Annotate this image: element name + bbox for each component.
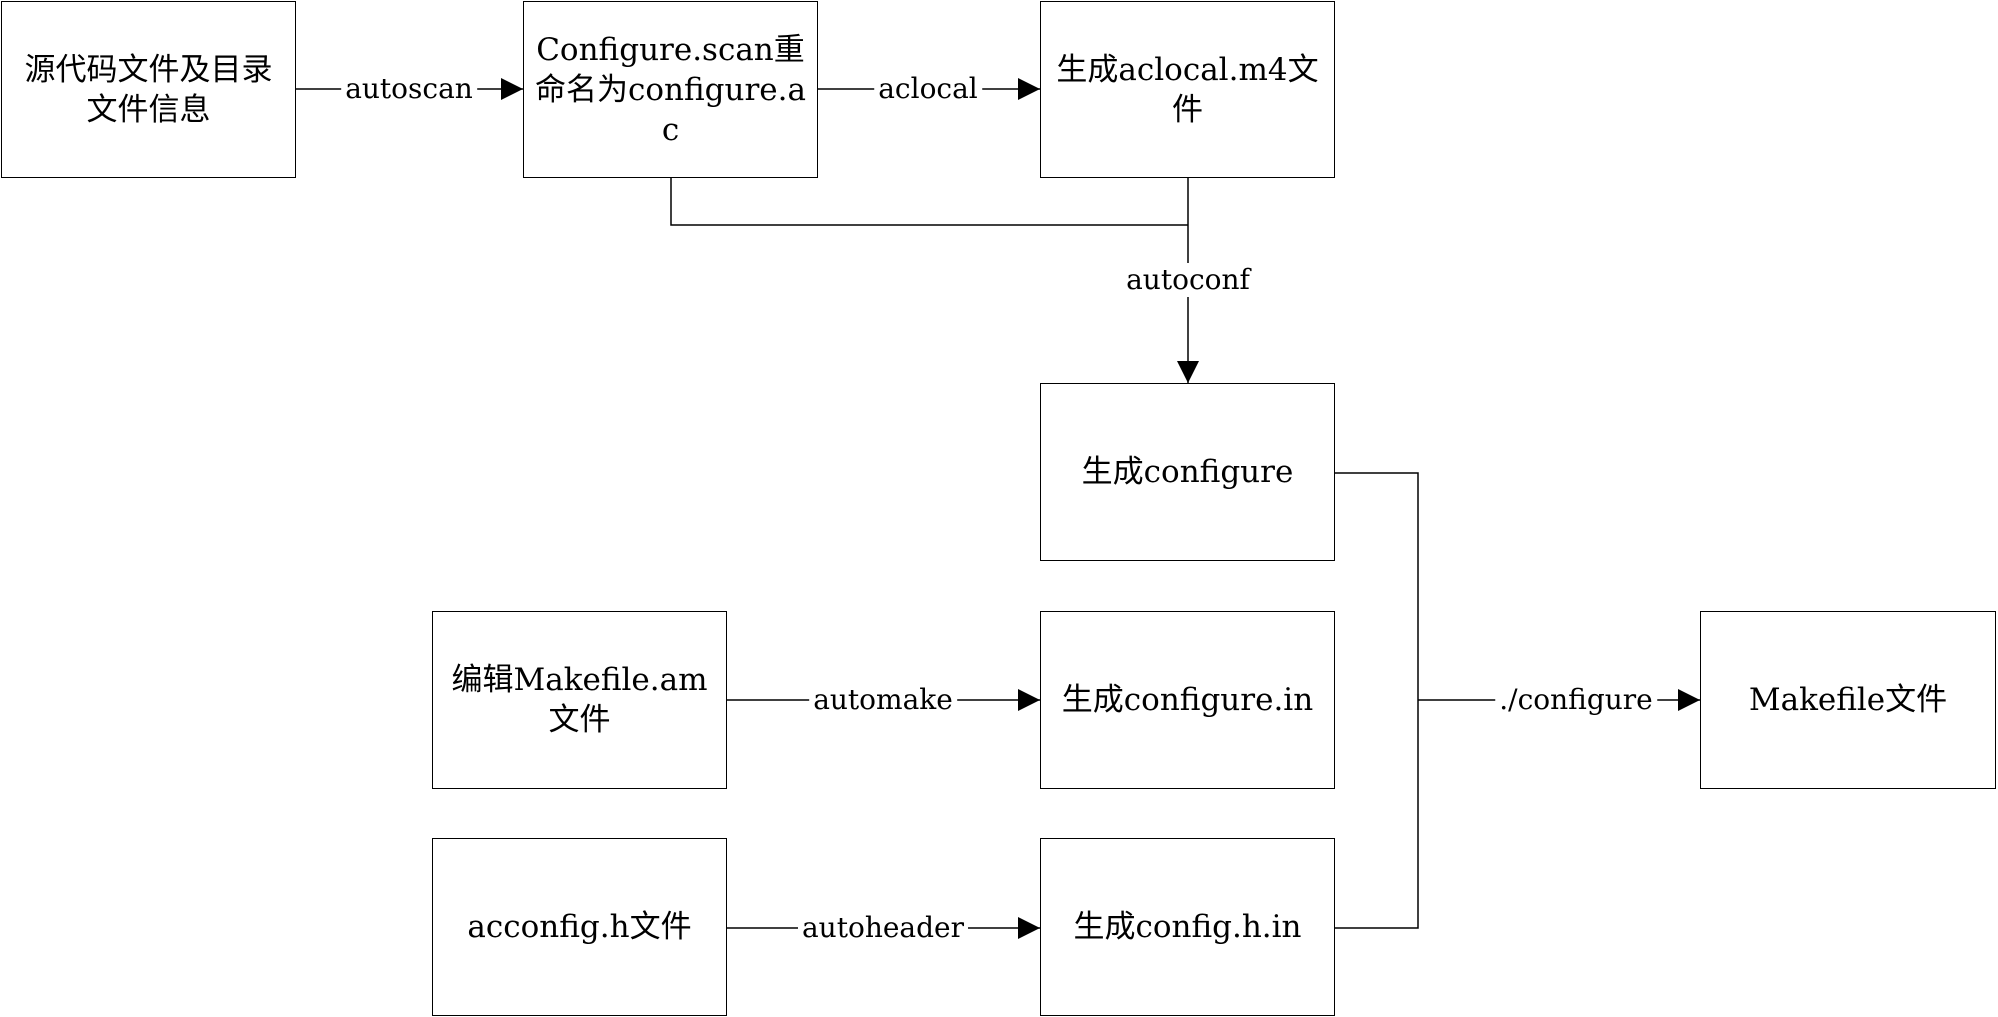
label-automake: automake [809, 683, 957, 717]
node-acconfig-h: acconfig.h文件 [432, 838, 727, 1016]
node-config-h-in-label: 生成config.h.in [1073, 909, 1302, 945]
node-makefile: Makefile文件 [1700, 611, 1996, 789]
node-configure-in: 生成configure.in [1040, 611, 1335, 789]
node-config-h-in: 生成config.h.in [1040, 838, 1335, 1016]
node-source-files-label: 源代码文件及目录文件信息 [24, 51, 273, 128]
node-configure: 生成configure [1040, 383, 1335, 561]
node-aclocal-m4: 生成aclocal.m4文件 [1040, 1, 1335, 178]
node-makefile-am: 编辑Makefile.am文件 [432, 611, 727, 789]
node-rename-configure-ac-label: Configure.scan重命名为configure.ac [535, 31, 806, 148]
node-makefile-label: Makefile文件 [1748, 682, 1948, 718]
node-configure-label: 生成configure [1081, 454, 1294, 490]
node-rename-configure-ac: Configure.scan重命名为configure.ac [523, 1, 818, 178]
label-autoheader: autoheader [797, 911, 969, 945]
edge-merge [670, 178, 1188, 226]
edge-configure-bracket [1335, 472, 1419, 929]
label-autoconf: autoconf [1122, 263, 1254, 297]
node-makefile-am-label: 编辑Makefile.am文件 [451, 662, 708, 738]
label-autoscan: autoscan [341, 72, 477, 106]
node-aclocal-m4-label: 生成aclocal.m4文件 [1056, 51, 1319, 128]
node-source-files: 源代码文件及目录文件信息 [1, 1, 296, 178]
label-aclocal: aclocal [874, 72, 982, 106]
node-configure-in-label: 生成configure.in [1061, 682, 1314, 718]
node-acconfig-h-label: acconfig.h文件 [467, 909, 692, 945]
label-configure-cmd: ./configure [1495, 683, 1657, 717]
